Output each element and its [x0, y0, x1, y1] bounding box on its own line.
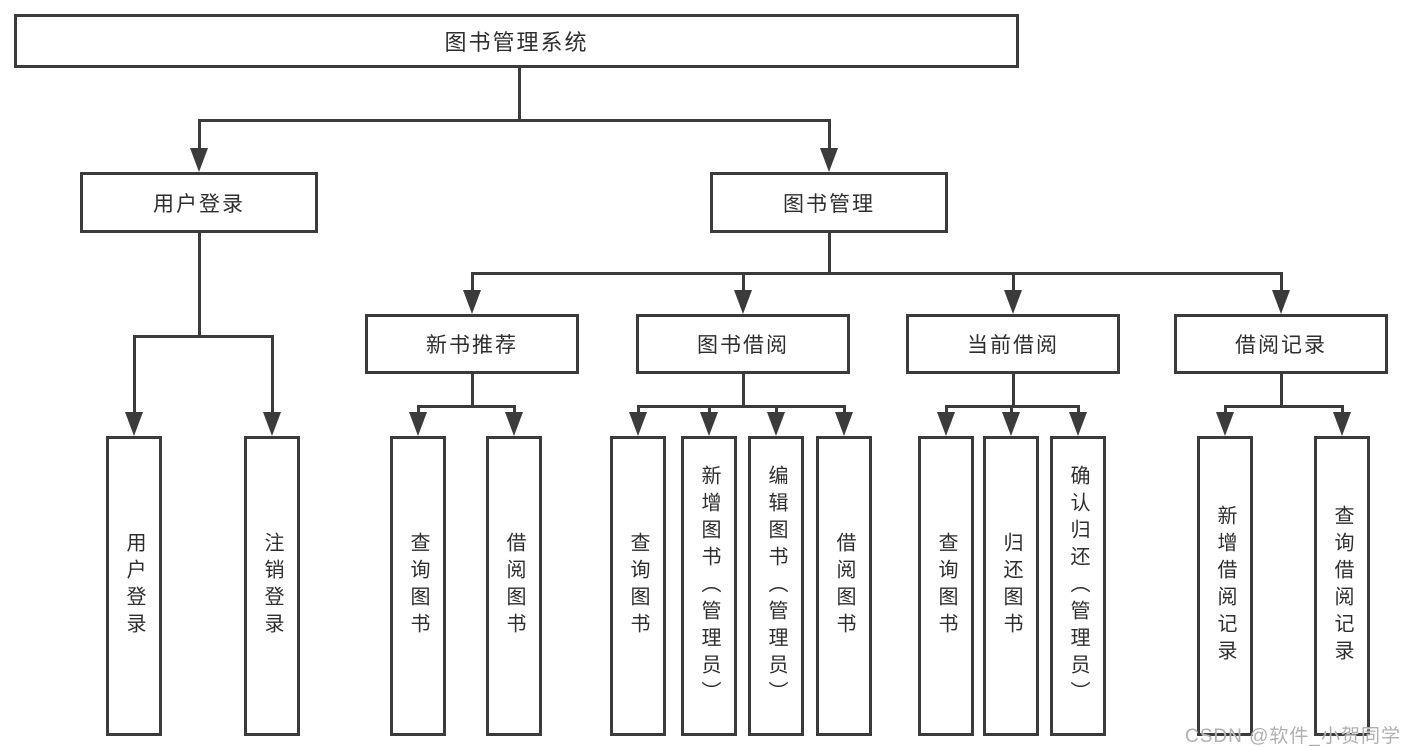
arrow-down-icon: [409, 412, 427, 436]
arrow-down-icon: [1333, 412, 1351, 436]
arrow-down-icon: [463, 290, 481, 314]
leaf-label: 新增借阅记录: [1214, 505, 1236, 667]
edge-g1-leaf-stub: [637, 405, 640, 417]
edge-g1-drop: [742, 374, 745, 407]
arrow-down-icon: [1002, 412, 1020, 436]
edge-login-stub: [198, 119, 201, 153]
leaf-label: 用户登录: [123, 532, 145, 640]
edge-group-stub: [1280, 272, 1283, 293]
leaf-label: 借阅图书: [833, 532, 855, 640]
edge-g0-leaf-stub: [417, 405, 420, 417]
leaf-borrow-books: 借阅图书: [816, 436, 872, 736]
node-new-book-recommend: 新书推荐: [365, 314, 579, 374]
arrow-down-icon: [1216, 412, 1234, 436]
leaf-borrow-books-recommend: 借阅图书: [486, 436, 542, 736]
edge-mgmt-bus: [471, 272, 1283, 275]
leaf-label: 查询图书: [407, 532, 429, 640]
edge-login-leaf-stub: [133, 335, 136, 415]
edge-g0-drop: [471, 374, 474, 407]
watermark-text: CSDN @软件_小贺同学: [1185, 726, 1401, 747]
arrow-down-icon: [263, 412, 281, 436]
edge-login-drop: [198, 233, 201, 338]
edge-g3-leaf-stub: [1224, 405, 1227, 417]
arrow-down-icon: [629, 412, 647, 436]
arrow-down-icon: [1004, 290, 1022, 314]
leaf-label: 注销登录: [261, 532, 283, 640]
edge-g1-leaf-stub: [708, 405, 711, 417]
arrow-down-icon: [734, 290, 752, 314]
leaf-add-borrow-record: 新增借阅记录: [1197, 436, 1253, 736]
leaf-user-login: 用户登录: [106, 436, 162, 736]
node-book-management-branch: 图书管理: [710, 172, 948, 233]
leaf-logout: 注销登录: [244, 436, 300, 736]
node-library-system: 图书管理系统: [14, 14, 1019, 68]
arrow-down-icon: [125, 412, 143, 436]
node-current-borrow: 当前借阅: [906, 314, 1120, 374]
edge-g1-leaf-stub: [775, 405, 778, 417]
edge-root-drop: [518, 68, 521, 121]
edge-g3-leaf-stub: [1341, 405, 1344, 417]
leaf-edit-book-admin: 编辑图书（管理员）: [748, 436, 804, 736]
edge-group-stub: [1012, 272, 1015, 293]
leaf-label: 新增图书（管理员）: [698, 464, 720, 708]
leaf-confirm-return-admin: 确认归还（管理员）: [1050, 436, 1106, 736]
edge-mgmt-drop: [828, 233, 831, 275]
arrow-down-icon: [835, 412, 853, 436]
node-borrow-records: 借阅记录: [1174, 314, 1388, 374]
edge-g1-bus: [637, 405, 846, 408]
edge-group-stub: [742, 272, 745, 293]
leaf-add-book-admin: 新增图书（管理员）: [681, 436, 737, 736]
edge-g0-bus: [417, 405, 516, 408]
node-book-borrow: 图书借阅: [636, 314, 850, 374]
arrow-down-icon: [767, 412, 785, 436]
edge-g1-leaf-stub: [843, 405, 846, 417]
node-user-login-branch: 用户登录: [80, 172, 318, 233]
edge-login-leaf-stub: [271, 335, 274, 415]
arrow-down-icon: [505, 412, 523, 436]
leaf-query-books-current: 查询图书: [918, 436, 974, 736]
edge-g3-bus: [1224, 405, 1343, 408]
leaf-return-books: 归还图书: [983, 436, 1039, 736]
arrow-down-icon: [700, 412, 718, 436]
edge-mgmt-stub: [828, 119, 831, 153]
leaf-label: 借阅图书: [503, 532, 525, 640]
arrow-down-icon: [820, 148, 838, 172]
edge-g2-drop: [1012, 374, 1015, 407]
arrow-down-icon: [1272, 290, 1290, 314]
leaf-query-borrow-record: 查询借阅记录: [1314, 436, 1370, 736]
edge-g2-leaf-stub: [945, 405, 948, 417]
leaf-query-books-recommend: 查询图书: [390, 436, 446, 736]
leaf-query-books-borrow: 查询图书: [610, 436, 666, 736]
arrow-down-icon: [1069, 412, 1087, 436]
arrow-down-icon: [190, 148, 208, 172]
edge-g2-leaf-stub: [1077, 405, 1080, 417]
leaf-label: 查询图书: [627, 532, 649, 640]
edge-login-bus: [133, 335, 273, 338]
leaf-label: 查询图书: [935, 532, 957, 640]
edge-g2-leaf-stub: [1010, 405, 1013, 417]
edge-group-stub: [471, 272, 474, 293]
edge-g3-drop: [1280, 374, 1283, 407]
leaf-label: 查询借阅记录: [1331, 505, 1353, 667]
leaf-label: 确认归还（管理员）: [1067, 464, 1089, 708]
arrow-down-icon: [937, 412, 955, 436]
edge-g0-leaf-stub: [513, 405, 516, 417]
leaf-label: 归还图书: [1000, 532, 1022, 640]
edge-root-bus: [198, 119, 831, 122]
leaf-label: 编辑图书（管理员）: [765, 464, 787, 708]
